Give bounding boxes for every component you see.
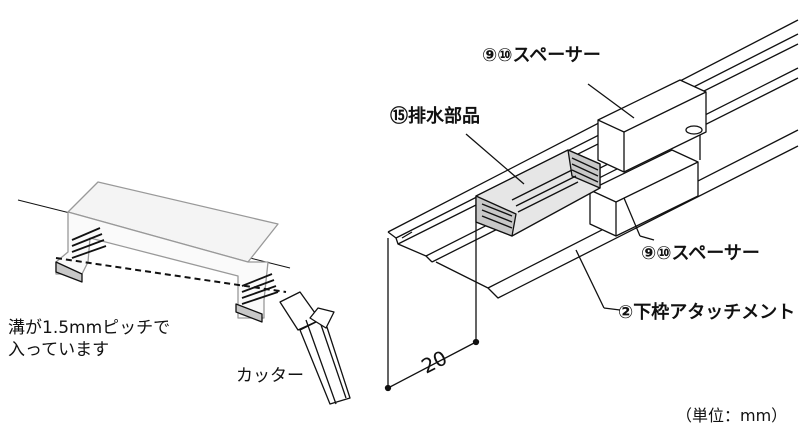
label-groove-note-line1: 溝が1.5mmピッチで	[8, 318, 171, 338]
label-spacer-top: ⑨⑩スペーサー	[482, 45, 601, 66]
label-spacer-bottom: ⑨⑩スペーサー	[641, 243, 760, 264]
lower-frame-illustration	[384, 19, 799, 392]
label-drain-part: ⑮排水部品	[390, 106, 480, 127]
dimension-value: 20	[417, 346, 451, 379]
label-groove-note-line2: 入っています	[8, 340, 110, 360]
label-lower-frame-attachment: ②下枠アタッチメント	[618, 302, 796, 323]
drain-cap-illustration	[17, 181, 291, 323]
cutter-icon	[279, 291, 351, 405]
label-unit: （単位：mm）	[676, 406, 788, 425]
label-cutter: カッター	[236, 366, 304, 386]
